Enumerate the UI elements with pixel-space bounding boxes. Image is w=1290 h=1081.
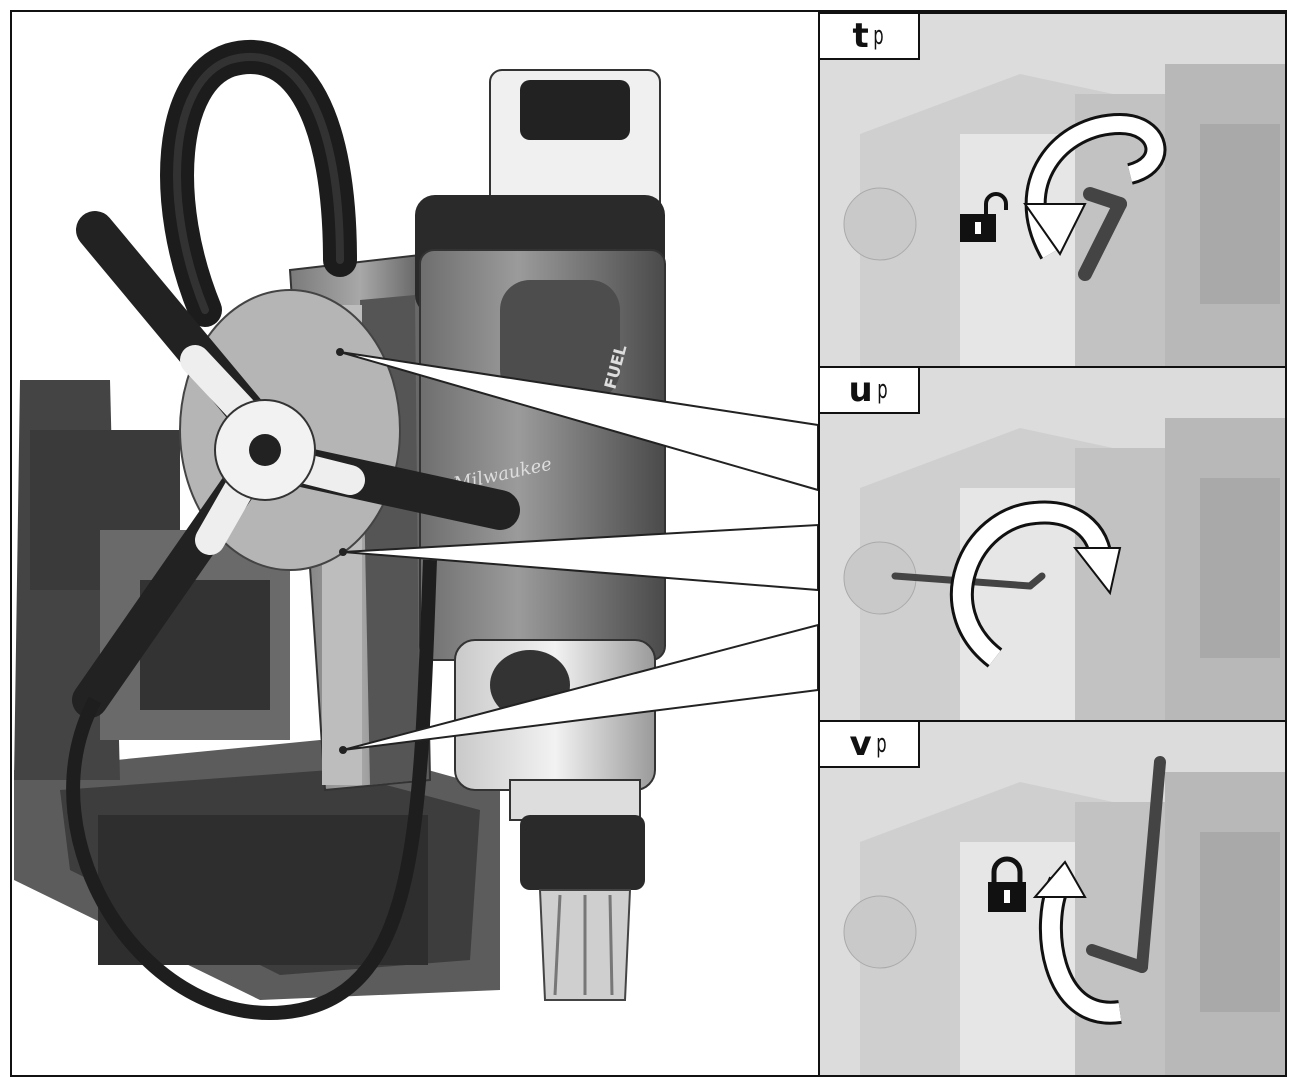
- callout-point-middle: [339, 548, 347, 556]
- unlocked-padlock-icon: [960, 192, 1008, 242]
- panel-suffix: p: [876, 375, 888, 405]
- panel-letter: v: [849, 724, 872, 764]
- adjust-step-illustration: [820, 368, 1285, 720]
- panel-suffix: p: [875, 729, 887, 759]
- panel-letter: u: [848, 370, 873, 410]
- locked-padlock-icon: [988, 856, 1026, 912]
- feed-handle-assembly: [72, 211, 520, 718]
- carry-handle: [160, 40, 357, 327]
- panel-suffix: p: [872, 21, 884, 51]
- panel-letter: t: [852, 16, 869, 56]
- rotate-arrow-icon: [949, 500, 1122, 668]
- magnetic-base: [14, 380, 500, 1000]
- callout-point-top: [336, 348, 344, 356]
- callout-point-bottom: [339, 746, 347, 754]
- callout-lines: [336, 348, 819, 754]
- coolant-hose: [66, 559, 437, 1020]
- lock-step-illustration: [820, 722, 1285, 1075]
- counterclockwise-arrow-icon: [1023, 112, 1167, 260]
- unlock-step-illustration: [820, 14, 1285, 366]
- clockwise-arrow-icon: [1032, 860, 1122, 1025]
